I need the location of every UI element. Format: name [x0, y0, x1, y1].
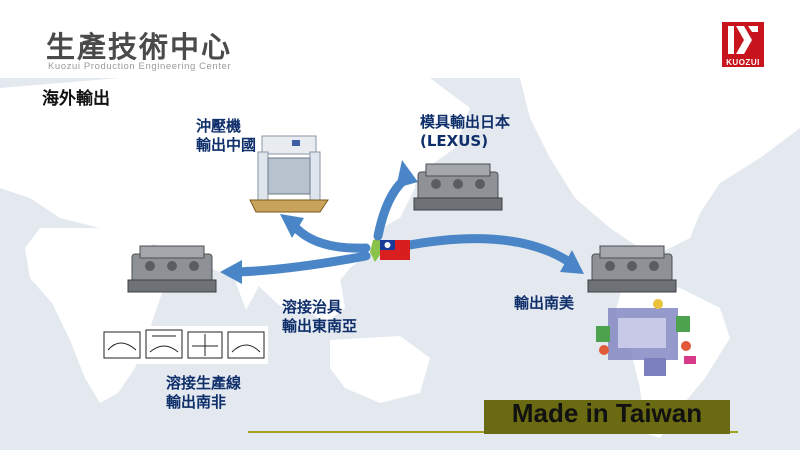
header: 生產技術中心 Kuozui Production Engineering Cen… [0, 0, 800, 78]
label-south-africa-line2: 輸出南非 [166, 393, 227, 411]
press-machine-image [249, 135, 329, 213]
arrow-to-china [291, 223, 371, 253]
label-press-china: 沖壓機 輸出中國 [196, 117, 256, 155]
label-south-africa: 溶接生產線 輸出南非 [166, 374, 241, 412]
label-press-line2: 輸出中國 [196, 136, 257, 154]
se-asia-landmass [300, 268, 345, 323]
robot-welding-cell-image [596, 299, 696, 376]
label-sea-line2: 輸出東南亞 [282, 317, 358, 335]
label-sea-line1: 溶接治具 [282, 298, 343, 316]
taiwan-flag-icon [380, 240, 410, 260]
arrow-to-sea [233, 251, 371, 277]
world-map-graphic [0, 78, 800, 438]
arrowhead-japan [396, 160, 418, 188]
india-landmass [232, 253, 262, 310]
label-japan-line2: (LEXUS) [420, 132, 489, 150]
label-south-africa-line1: 溶接生產線 [166, 374, 242, 392]
arrowhead-south-america [560, 250, 584, 274]
arrowhead-china [280, 214, 304, 238]
page-title: 生產技術中心 [46, 30, 233, 64]
label-sea: 溶接治具 輸出東南亞 [282, 298, 357, 336]
label-south-america: 輸出南美 [514, 294, 574, 313]
welding-jig-image [127, 245, 217, 293]
page-subtitle: Kuozui Production Engineering Center [48, 61, 232, 72]
north-america-landmass [520, 78, 800, 253]
made-in-taiwan-banner: Made in Taiwan [511, 398, 703, 428]
die-image-japan [413, 163, 503, 211]
kuozui-logo-icon [722, 22, 764, 58]
label-south-america-line1: 輸出南美 [514, 294, 575, 312]
label-japan: 模具輸出日本 (LEXUS) [420, 113, 510, 151]
banner-background [484, 400, 730, 434]
taiwan-island [370, 238, 382, 262]
label-press-line1: 沖壓機 [196, 117, 242, 135]
arrow-to-south-america [399, 234, 571, 265]
arrowhead-sea [220, 260, 242, 284]
section-label: 海外輸出 [42, 89, 110, 109]
label-japan-line1: 模具輸出日本 [420, 113, 511, 131]
logo-text: KUOZUI [722, 58, 764, 67]
welding-line-drawing [100, 326, 268, 364]
die-image-south-america [587, 245, 677, 293]
arrow-heads [220, 160, 584, 284]
world-map [0, 78, 800, 450]
australia-landmass [330, 336, 430, 403]
